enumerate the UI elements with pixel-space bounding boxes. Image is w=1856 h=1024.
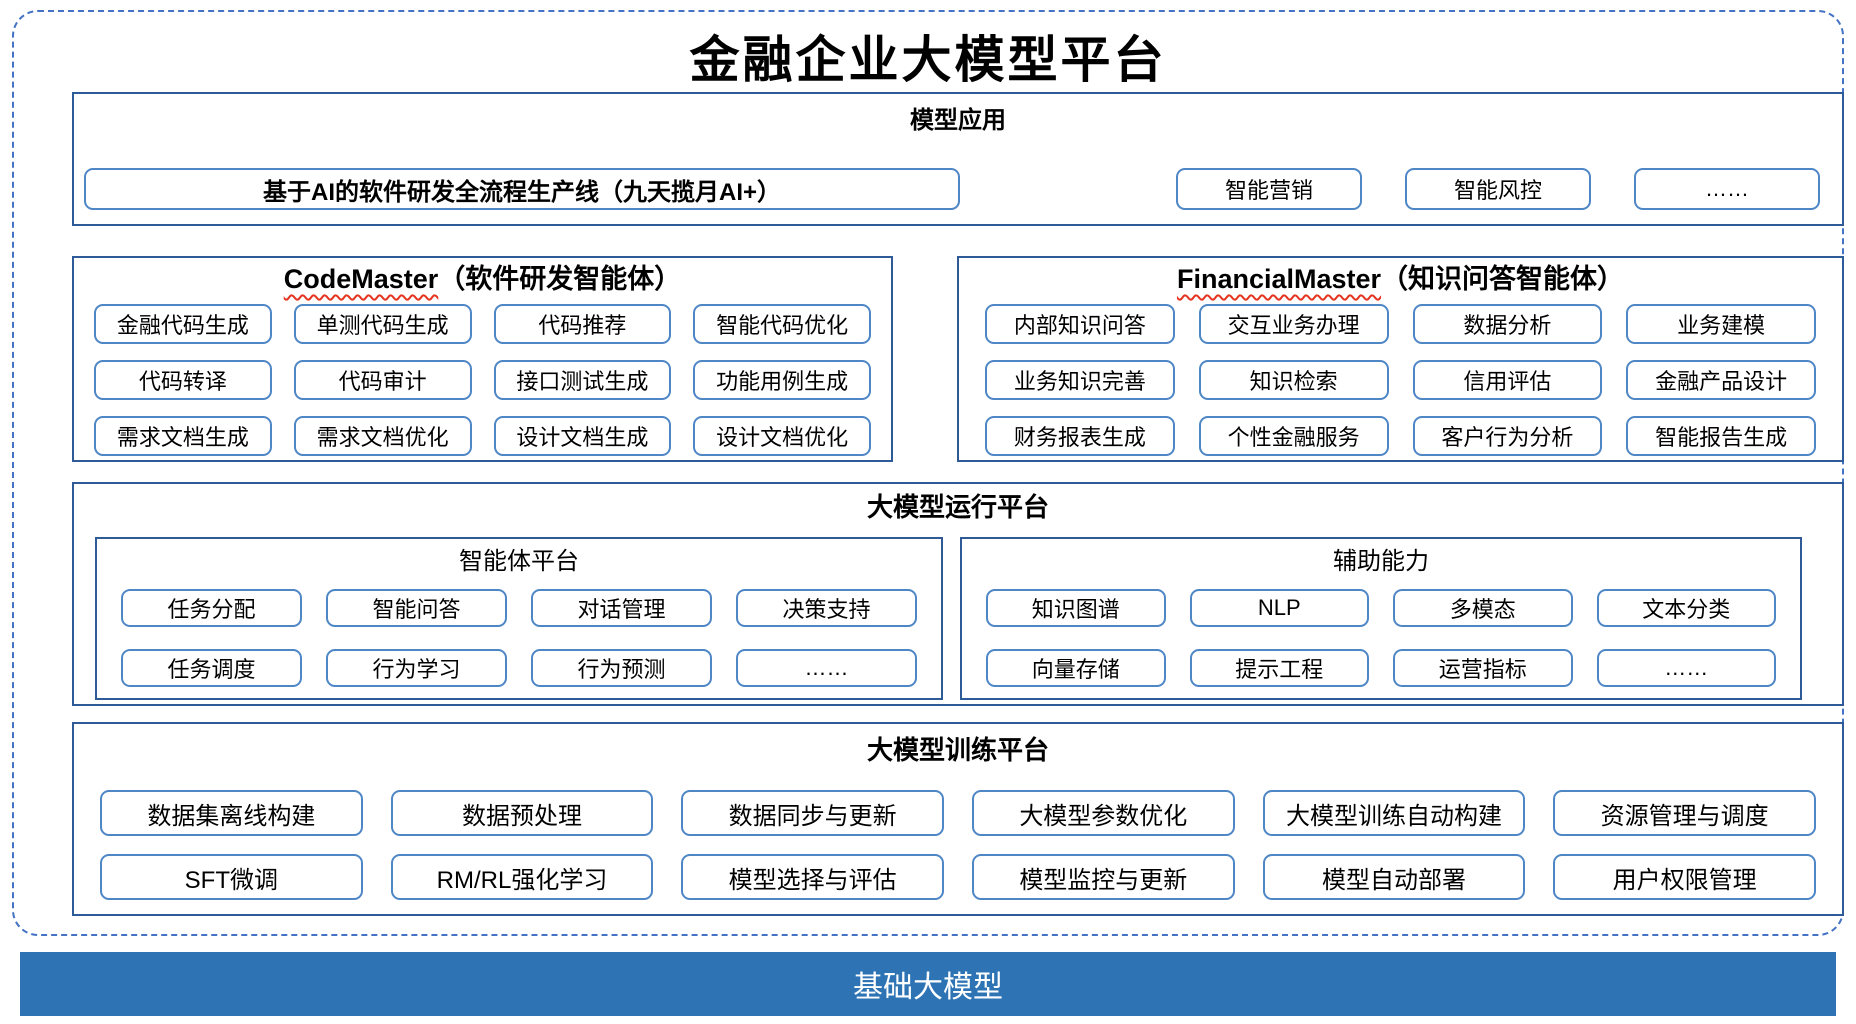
capability-item: 知识图谱 xyxy=(986,589,1166,627)
aux-ability-title: 辅助能力 xyxy=(1333,548,1429,575)
capability-item: 智能报告生成 xyxy=(1626,416,1816,456)
capability-item: 大模型训练自动构建 xyxy=(1262,790,1526,836)
spacer xyxy=(1003,168,1133,210)
subsection-aux-ability: 辅助能力 知识图谱 NLP 多模态 文本分类 向量存储 提示工程 运营指标 …… xyxy=(960,537,1802,700)
training-title: 大模型训练平台 xyxy=(866,735,1049,765)
capability-item: 任务调度 xyxy=(121,649,302,687)
capability-item: 知识检索 xyxy=(1198,360,1389,400)
capability-item: RM/RL强化学习 xyxy=(390,854,654,900)
section-financialmaster: FinancialMaster（知识问答智能体） 内部知识问答 交互业务办理 数… xyxy=(957,256,1844,462)
capability-item: 交互业务办理 xyxy=(1198,304,1389,344)
section-runtime-platform: 大模型运行平台 智能体平台 任务分配 智能问答 对话管理 决策支持 任务调度 行… xyxy=(72,482,1844,706)
capability-item: 用户权限管理 xyxy=(1553,854,1816,900)
section-model-apps: 模型应用 基于AI的软件研发全流程生产线（九天揽月AI+） 智能营销 智能风控 … xyxy=(72,92,1844,226)
foundation-model-label: 基础大模型 xyxy=(853,971,1003,1004)
capability-item: 模型监控与更新 xyxy=(971,854,1235,900)
runtime-title: 大模型运行平台 xyxy=(866,492,1049,522)
capability-item: 数据分析 xyxy=(1412,304,1603,344)
financialmaster-subtitle: （知识问答智能体） xyxy=(1381,264,1625,294)
agent-platform-title: 智能体平台 xyxy=(459,548,579,575)
capability-item: SFT微调 xyxy=(100,854,363,900)
capability-item: 代码推荐 xyxy=(493,304,672,344)
codemaster-grid: 金融代码生成 单测代码生成 代码推荐 智能代码优化 代码转译 代码审计 接口测试… xyxy=(94,304,871,456)
capability-item: 多模态 xyxy=(1393,589,1573,627)
capability-item: 向量存储 xyxy=(986,649,1166,687)
capability-item: 单测代码生成 xyxy=(293,304,472,344)
foundation-model-bar: 基础大模型 xyxy=(20,952,1836,1016)
capability-item: 模型自动部署 xyxy=(1262,854,1526,900)
capability-item: 决策支持 xyxy=(736,589,917,627)
capability-item: 大模型参数优化 xyxy=(971,790,1235,836)
capability-item: 数据预处理 xyxy=(390,790,654,836)
section-training-platform: 大模型训练平台 数据集离线构建 数据预处理 数据同步与更新 大模型参数优化 大模… xyxy=(72,722,1844,916)
app-item: 智能风控 xyxy=(1405,168,1591,210)
capability-item: 提示工程 xyxy=(1189,649,1369,687)
capability-item: 客户行为分析 xyxy=(1412,416,1603,456)
codemaster-subtitle: （软件研发智能体） xyxy=(438,264,682,294)
capability-item: 业务知识完善 xyxy=(985,360,1175,400)
app-item-ellipsis: …… xyxy=(1634,168,1820,210)
capability-item: 文本分类 xyxy=(1596,589,1776,627)
model-apps-row: 基于AI的软件研发全流程生产线（九天揽月AI+） 智能营销 智能风控 …… xyxy=(84,168,1820,210)
page-title: 金融企业大模型平台 xyxy=(689,30,1167,89)
capability-item: 智能问答 xyxy=(326,589,507,627)
capability-item: 个性金融服务 xyxy=(1198,416,1389,456)
capability-item: 设计文档优化 xyxy=(693,416,871,456)
app-item: 智能营销 xyxy=(1176,168,1362,210)
capability-item: 行为预测 xyxy=(531,649,712,687)
capability-item: 对话管理 xyxy=(531,589,712,627)
capability-item: 运营指标 xyxy=(1393,649,1573,687)
capability-item: 资源管理与调度 xyxy=(1553,790,1816,836)
capability-item: NLP xyxy=(1189,589,1369,627)
capability-item: 任务分配 xyxy=(121,589,302,627)
capability-item: 财务报表生成 xyxy=(985,416,1175,456)
financialmaster-title: FinancialMaster（知识问答智能体） xyxy=(959,264,1842,294)
subsection-agent-platform: 智能体平台 任务分配 智能问答 对话管理 决策支持 任务调度 行为学习 行为预测… xyxy=(95,537,943,700)
outer-dashed-frame xyxy=(12,10,1844,936)
financialmaster-grid: 内部知识问答 交互业务办理 数据分析 业务建模 业务知识完善 知识检索 信用评估… xyxy=(985,304,1816,456)
codemaster-name: CodeMaster xyxy=(283,264,439,294)
codemaster-title: CodeMaster（软件研发智能体） xyxy=(74,264,891,294)
capability-item: 金融代码生成 xyxy=(94,304,272,344)
capability-item: 代码转译 xyxy=(94,360,272,400)
capability-item: 模型选择与评估 xyxy=(681,854,944,900)
capability-item: 接口测试生成 xyxy=(493,360,672,400)
capability-item: 内部知识问答 xyxy=(985,304,1175,344)
capability-item: 业务建模 xyxy=(1626,304,1816,344)
financialmaster-name: FinancialMaster xyxy=(1176,264,1382,294)
capability-item: 智能代码优化 xyxy=(693,304,871,344)
aux-ability-grid: 知识图谱 NLP 多模态 文本分类 向量存储 提示工程 运营指标 …… xyxy=(986,589,1776,687)
capability-item: 数据集离线构建 xyxy=(100,790,363,836)
agent-platform-grid: 任务分配 智能问答 对话管理 决策支持 任务调度 行为学习 行为预测 …… xyxy=(121,589,917,687)
capability-item-ellipsis: …… xyxy=(1596,649,1776,687)
capability-item: 功能用例生成 xyxy=(693,360,871,400)
model-apps-title: 模型应用 xyxy=(910,107,1006,134)
capability-item: 需求文档优化 xyxy=(293,416,472,456)
capability-item: 设计文档生成 xyxy=(493,416,672,456)
capability-item: 代码审计 xyxy=(293,360,472,400)
training-grid: 数据集离线构建 数据预处理 数据同步与更新 大模型参数优化 大模型训练自动构建 … xyxy=(100,790,1816,900)
section-codemaster: CodeMaster（软件研发智能体） 金融代码生成 单测代码生成 代码推荐 智… xyxy=(72,256,893,462)
capability-item-ellipsis: …… xyxy=(736,649,917,687)
capability-item: 行为学习 xyxy=(326,649,507,687)
capability-item: 需求文档生成 xyxy=(94,416,272,456)
capability-item: 金融产品设计 xyxy=(1626,360,1816,400)
capability-item: 数据同步与更新 xyxy=(681,790,944,836)
capability-item: 信用评估 xyxy=(1412,360,1603,400)
app-pipeline-item: 基于AI的软件研发全流程生产线（九天揽月AI+） xyxy=(84,168,960,210)
